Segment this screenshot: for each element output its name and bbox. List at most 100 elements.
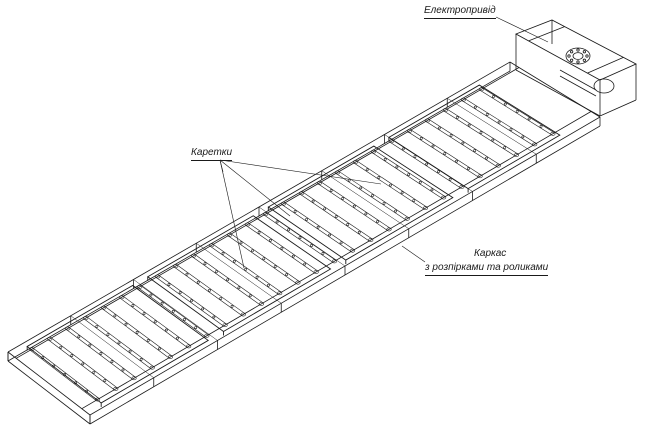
roller-edge-a [66, 329, 133, 380]
leader-frame [401, 245, 426, 263]
roller-edge-a [461, 100, 534, 146]
roller-cog [103, 379, 107, 382]
roller-cog [341, 196, 345, 200]
drive-gear-bolt [570, 50, 574, 54]
roller-end-cap [263, 212, 269, 216]
roller-cog [407, 173, 410, 176]
roller-edge-a [83, 318, 151, 369]
roller-cog [389, 183, 392, 187]
roller-cog [365, 168, 369, 172]
roller-edge-a [191, 256, 261, 305]
roller-cog [248, 294, 252, 298]
roller-edge-a [101, 308, 170, 359]
roller-edge-a [245, 225, 315, 274]
roller-end-cap [137, 284, 143, 289]
roller-end-cap [259, 301, 265, 306]
roller-cog [303, 262, 307, 266]
roller-cog [400, 191, 404, 195]
roller-end-cap [477, 174, 483, 179]
roller-edge-a [30, 349, 97, 401]
electric-drive-unit [515, 19, 637, 117]
roller-cog [232, 259, 236, 263]
roller-end-cap [204, 333, 210, 338]
roller-cog [370, 194, 374, 198]
roller-cog [99, 351, 103, 355]
roller-cog [194, 326, 198, 329]
roller-cog [157, 347, 161, 351]
roller-cog [219, 296, 223, 300]
roller-cog [383, 157, 387, 161]
roller-end-cap [113, 386, 119, 391]
roller-cog [473, 105, 477, 109]
roller-end-cap [227, 232, 233, 237]
roller-cog [515, 110, 519, 113]
roller-cog [81, 362, 85, 366]
roller-cog [305, 217, 309, 221]
cross-brace [447, 98, 537, 155]
roller-set [29, 87, 556, 402]
roller-cog [275, 220, 279, 224]
drive-gear-bolt [585, 54, 589, 58]
roller-end-cap [335, 170, 341, 175]
roller-edge-a [425, 121, 497, 167]
roller-edge-a [137, 287, 206, 337]
roller-end-cap [495, 163, 501, 168]
drive-gear-bolt [582, 50, 586, 54]
roller-cog [503, 146, 507, 149]
roller-cog [266, 283, 270, 287]
roller-edge-a [479, 89, 552, 135]
roller-cog [346, 223, 350, 226]
roller-cog [357, 230, 361, 234]
roller-cog [88, 343, 92, 347]
roller-cog [413, 155, 417, 158]
drive-gear-bolt [582, 58, 586, 62]
roller-end-cap [101, 305, 107, 310]
roller-end-cap [442, 108, 448, 112]
roller-cog [527, 117, 531, 121]
roller-cog [124, 322, 128, 326]
drive-gear-bolt [570, 58, 574, 62]
roller-cog [239, 241, 243, 245]
drive-gear-bolt [576, 60, 580, 64]
roller-edge-b [159, 275, 227, 325]
drive-gear-hub [572, 52, 584, 60]
leader-drive [495, 16, 549, 43]
carriage-outline [26, 284, 210, 404]
roller-cog [467, 123, 471, 127]
roller-cog [329, 189, 333, 193]
roller-cog [203, 262, 207, 266]
roller-cog [226, 278, 230, 282]
leader-carriage-2 [219, 159, 291, 217]
roller-cog [491, 95, 495, 99]
roller-edge-a [335, 173, 406, 220]
roller-cog [298, 236, 302, 240]
roller-cog [401, 147, 405, 151]
roller-cog [142, 312, 146, 316]
roller-cog [479, 131, 483, 134]
roller-end-cap [386, 227, 392, 232]
roller-cog [237, 286, 241, 290]
end-beam-front [7, 351, 91, 416]
label-frame-description: з розпірками та роликами [425, 262, 549, 276]
roller-cog [293, 210, 297, 213]
roller-edge-a [209, 245, 279, 295]
roller-edge-b [356, 160, 428, 208]
roller-cog [167, 283, 171, 286]
leader-carriage-3 [219, 159, 245, 269]
roller-edge-a [317, 183, 388, 231]
roller-cog [95, 324, 99, 328]
roller-end-cap [245, 222, 251, 227]
drive-inner-bar [528, 26, 565, 42]
roller-cog [466, 167, 470, 171]
roller-end-cap [317, 180, 323, 185]
roller-cog [328, 233, 331, 237]
roller-end-cap [240, 312, 246, 317]
roller-edge-b [105, 306, 173, 357]
roller-cog [196, 280, 200, 284]
roller-cog [221, 251, 225, 255]
roller-cog [164, 328, 168, 332]
cross-brace [196, 243, 282, 304]
roller-cog [334, 215, 338, 219]
roller-cog [214, 270, 218, 274]
